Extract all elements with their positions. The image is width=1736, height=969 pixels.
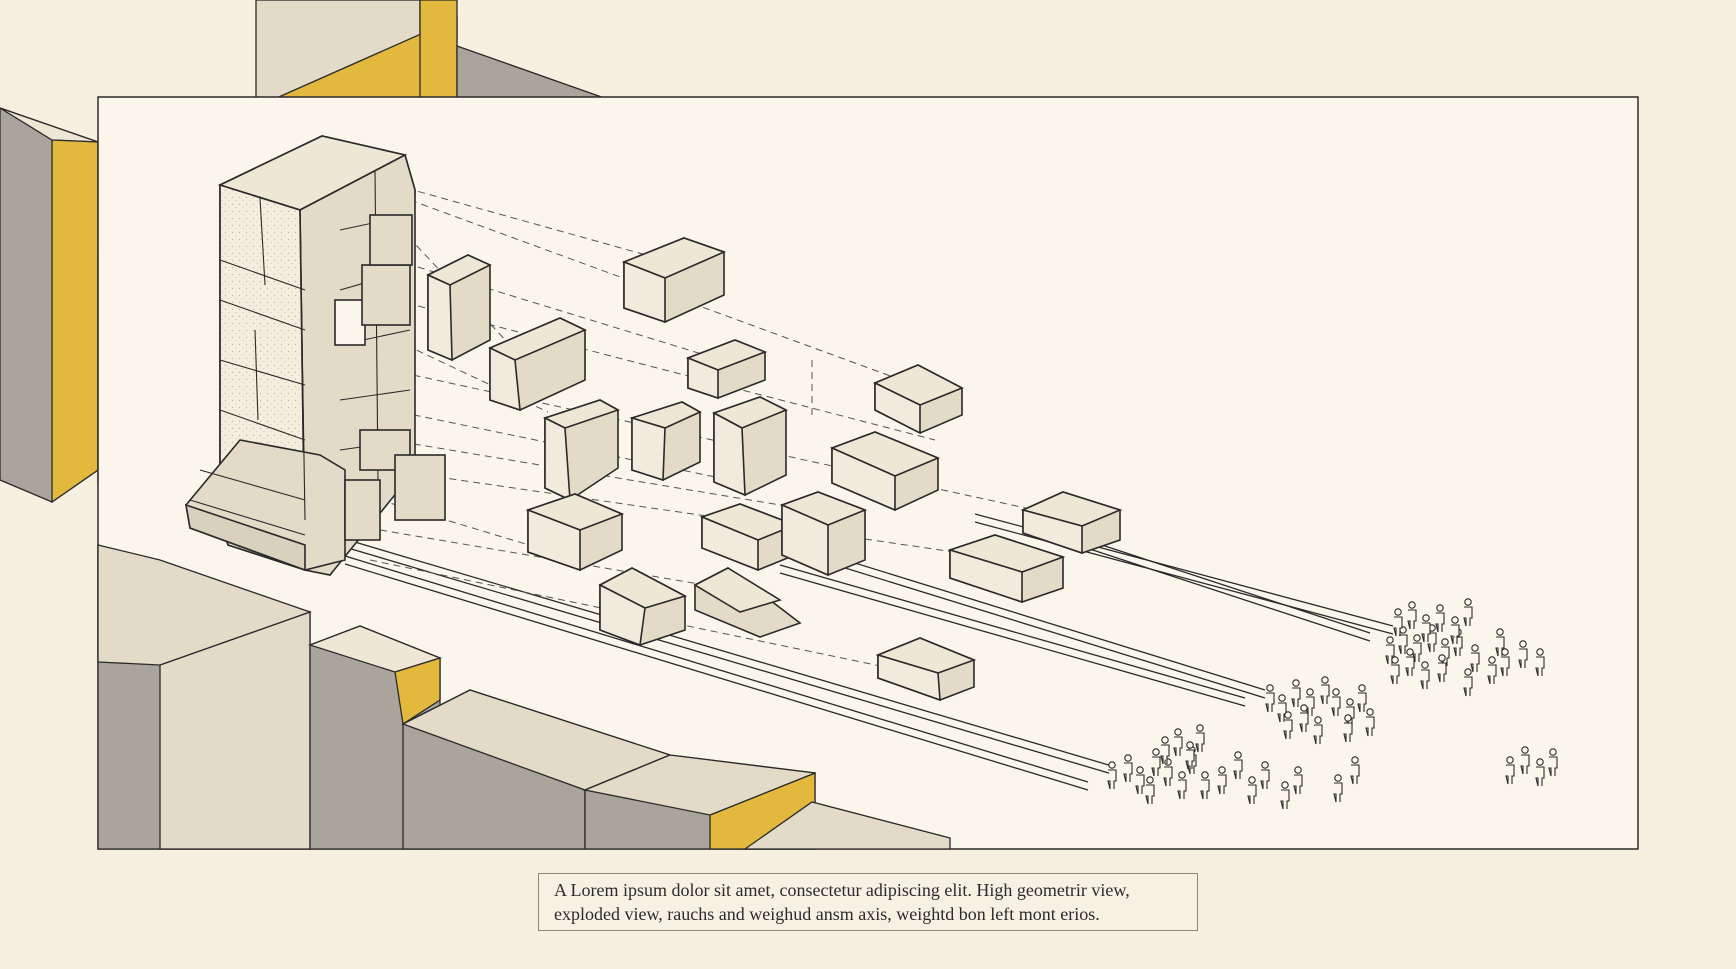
person-figure-icon <box>1163 758 1173 787</box>
person-figure-icon <box>1487 656 1497 685</box>
stone-block-icon <box>712 396 788 497</box>
person-figure-icon <box>1173 728 1183 757</box>
stone-block-icon <box>779 491 868 577</box>
stone-block-icon <box>629 401 702 482</box>
person-figure-icon <box>1535 648 1545 677</box>
person-figure-icon <box>1548 748 1558 777</box>
person-figure-icon <box>1217 766 1227 795</box>
person-figure-icon <box>1535 758 1545 787</box>
person-figure-icon <box>1365 708 1375 737</box>
stone-block-icon <box>829 431 941 512</box>
stone-block-icon <box>488 317 587 412</box>
person-figure-icon <box>1357 684 1367 713</box>
person-figure-icon <box>1393 608 1403 637</box>
stone-block-icon <box>873 364 964 435</box>
stone-block-icon <box>1020 491 1123 555</box>
person-figure-icon <box>1107 761 1117 790</box>
person-figure-icon <box>1427 624 1437 653</box>
person-figure-icon <box>1333 774 1343 803</box>
person-figure-icon <box>1123 754 1133 783</box>
person-figure-icon <box>1320 676 1330 705</box>
person-figure-icon <box>1331 688 1341 717</box>
stone-block-icon <box>542 399 620 502</box>
stone-block-icon <box>621 237 727 324</box>
person-figure-icon <box>1420 661 1430 690</box>
stone-tower-icon <box>184 135 446 576</box>
person-figure-icon <box>1200 771 1210 800</box>
person-figure-icon <box>1450 616 1460 645</box>
person-figure-icon <box>1437 654 1447 683</box>
crowd <box>1107 598 1558 810</box>
person-figure-icon <box>1470 644 1480 673</box>
caption-line-2: exploded view, rauchs and weighud ansm a… <box>554 904 1100 924</box>
person-figure-icon <box>1195 724 1205 753</box>
stone-block-icon <box>598 567 688 647</box>
person-figure-icon <box>1313 716 1323 745</box>
caption-line-1: A Lorem ipsum dolor sit amet, consectetu… <box>554 880 1130 900</box>
decor-block-top <box>255 0 611 101</box>
person-figure-icon <box>1299 704 1309 733</box>
person-figure-icon <box>1247 776 1257 805</box>
person-figure-icon <box>1145 776 1155 805</box>
rail-tracks <box>344 513 1394 791</box>
figure-caption: A Lorem ipsum dolor sit amet, consectetu… <box>538 873 1198 931</box>
person-figure-icon <box>1260 761 1270 790</box>
stone-block-icon <box>525 493 625 572</box>
person-figure-icon <box>1233 751 1243 780</box>
person-figure-icon <box>1518 640 1528 669</box>
person-figure-icon <box>1350 756 1360 785</box>
person-figure-icon <box>1343 714 1353 743</box>
person-figure-icon <box>1463 598 1473 627</box>
person-figure-icon <box>1293 766 1303 795</box>
person-figure-icon <box>1280 781 1290 810</box>
person-figure-icon <box>1435 604 1445 633</box>
person-figure-icon <box>1265 684 1275 713</box>
stone-block-icon <box>426 254 492 362</box>
stone-block-icon <box>875 637 977 702</box>
person-figure-icon <box>1405 648 1415 677</box>
person-figure-icon <box>1283 711 1293 740</box>
stone-block-icon <box>947 534 1066 604</box>
person-figure-icon <box>1463 668 1473 697</box>
person-figure-icon <box>1505 756 1515 785</box>
person-figure-icon <box>1177 771 1187 800</box>
person-figure-icon <box>1390 656 1400 685</box>
person-figure-icon <box>1135 766 1145 795</box>
person-figure-icon <box>1520 746 1530 775</box>
person-figure-icon <box>1160 736 1170 765</box>
stone-blocks <box>426 237 1123 702</box>
person-figure-icon <box>1407 601 1417 630</box>
person-figure-icon <box>1412 634 1422 663</box>
stone-block-icon <box>693 567 802 638</box>
person-figure-icon <box>1421 614 1431 643</box>
stone-block-icon <box>685 339 768 400</box>
decor-staircase <box>97 544 951 850</box>
person-figure-icon <box>1291 679 1301 708</box>
person-figure-icon <box>1500 648 1510 677</box>
person-figure-icon <box>1151 748 1161 777</box>
person-figure-icon <box>1185 741 1195 770</box>
